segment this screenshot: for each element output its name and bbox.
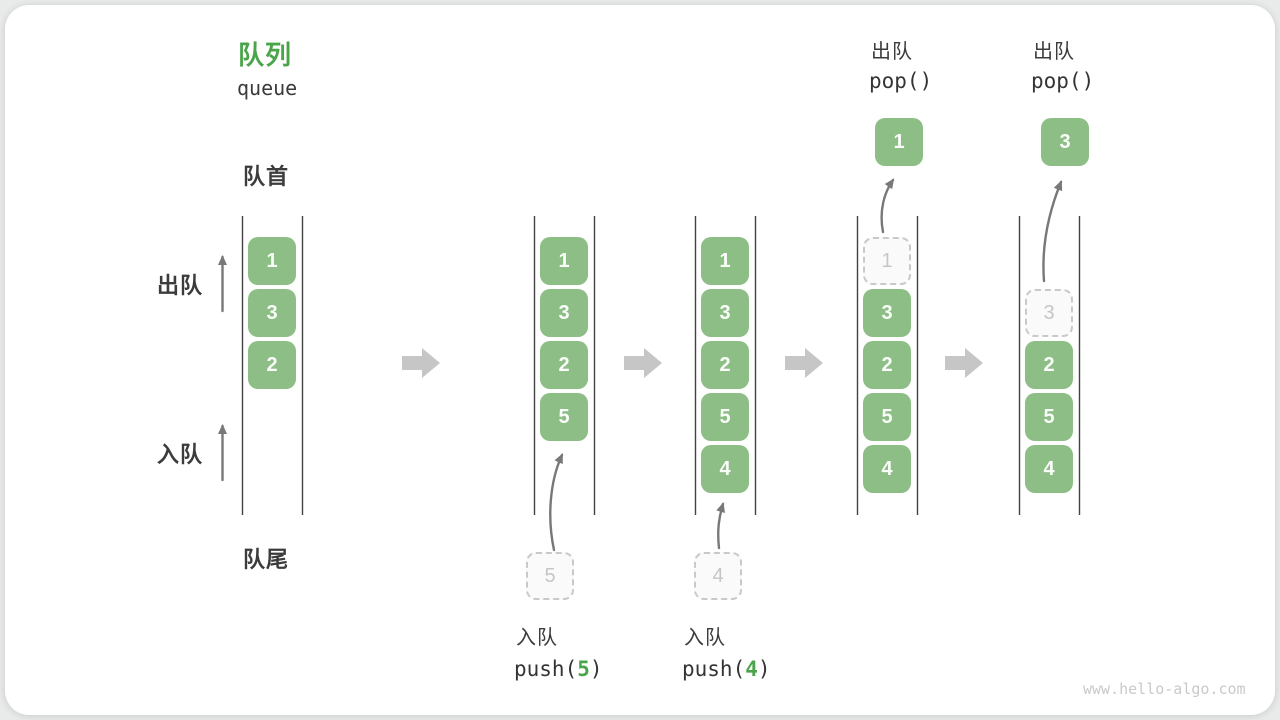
queue-block: 3: [863, 289, 911, 337]
code-arg: 4: [745, 657, 758, 681]
transition-arrow: [785, 348, 823, 378]
label-dequeue-side: 出队: [157, 273, 204, 298]
removed-slot-ghost: 1: [863, 237, 911, 285]
queue-block: 2: [540, 341, 588, 389]
label-queue-front: 队首: [243, 164, 290, 189]
enqueue-arrow-push4: [716, 502, 725, 550]
queue-walls: [241, 216, 1081, 515]
queue-block: 1: [540, 237, 588, 285]
popped-block: 3: [1041, 118, 1089, 166]
queue-block: 3: [248, 289, 296, 337]
watermark: www.hello-algo.com: [1083, 680, 1246, 698]
op-label-dequeue: 出队: [871, 41, 913, 63]
op-code-pop2: pop(): [1031, 69, 1095, 93]
queue-block: 2: [701, 341, 749, 389]
queue-block: 2: [1025, 341, 1073, 389]
op-label-enqueue: 入队: [684, 627, 726, 649]
op-label-dequeue: 出队: [1033, 41, 1075, 63]
enqueue-arrow-push5: [549, 453, 564, 552]
op-code-push4: push(4): [682, 657, 771, 681]
dequeue-arrow-pop1: [880, 178, 895, 234]
queue-block: 3: [540, 289, 588, 337]
queue-block: 3: [701, 289, 749, 337]
queue-block: 2: [863, 341, 911, 389]
code-text: push(: [682, 657, 746, 681]
code-text: ): [589, 657, 603, 681]
code-text: push(: [514, 657, 578, 681]
diagram-lines-layer: [218, 178, 1081, 552]
label-enqueue-side: 入队: [157, 442, 204, 467]
queue-block: 5: [1025, 393, 1073, 441]
popped-block: 1: [875, 118, 923, 166]
incoming-ghost-block: 4: [694, 552, 742, 600]
transition-arrow: [945, 348, 983, 378]
dequeue-arrow-pop2: [1042, 180, 1063, 283]
queue-block: 4: [701, 445, 749, 493]
queue-block: 1: [248, 237, 296, 285]
queue-block: 4: [863, 445, 911, 493]
queue-block: 5: [540, 393, 588, 441]
queue-block: 5: [863, 393, 911, 441]
removed-slot-ghost: 3: [1025, 289, 1073, 337]
queue-block: 5: [701, 393, 749, 441]
op-label-enqueue: 入队: [516, 627, 558, 649]
queue-block: 4: [1025, 445, 1073, 493]
transition-arrow: [624, 348, 662, 378]
page-subtitle: queue: [237, 76, 298, 100]
label-queue-rear: 队尾: [243, 547, 290, 572]
op-code-pop1: pop(): [869, 69, 933, 93]
page-title: 队列: [238, 40, 293, 70]
code-arg: 5: [577, 657, 590, 681]
code-text: ): [757, 657, 771, 681]
queue-block: 2: [248, 341, 296, 389]
queue-block: 1: [701, 237, 749, 285]
op-code-push5: push(5): [514, 657, 603, 681]
diagram-card: 队列 queue 队首 队尾 出队 入队 1 3 2 1 3 2 5 5 入队 …: [5, 5, 1275, 715]
incoming-ghost-block: 5: [526, 552, 574, 600]
transition-arrow: [402, 348, 440, 378]
